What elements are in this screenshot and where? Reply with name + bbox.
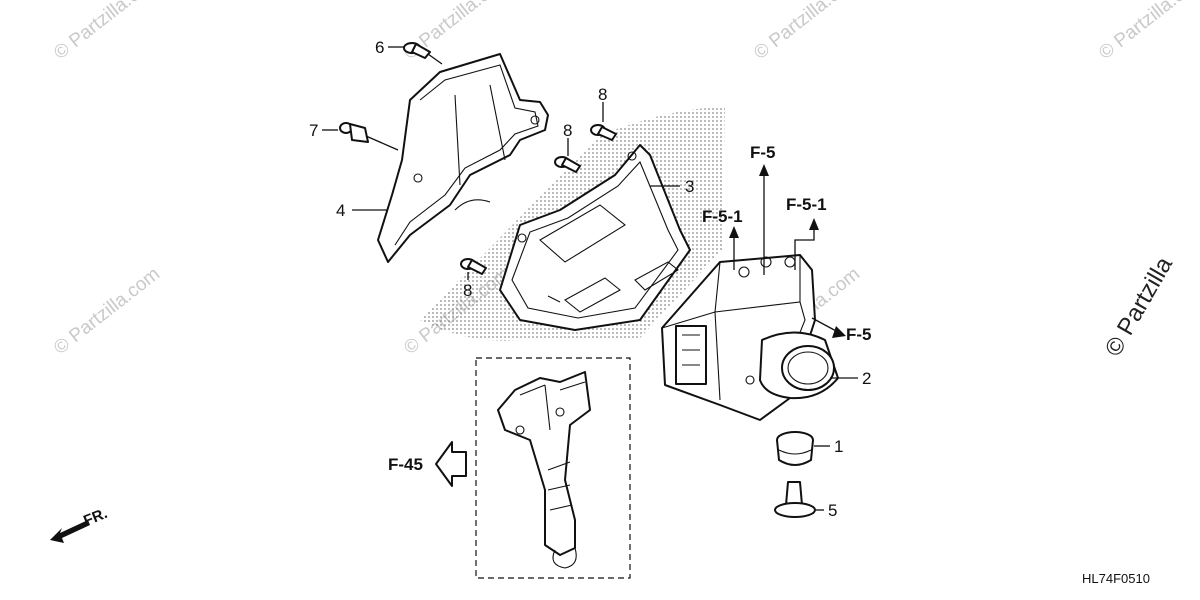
watermark: © Partzilla.com [750,0,864,64]
collar-bolt-part-5 [774,481,816,518]
reference-labels: F-5 F-5-1 F-5-1 F-5 F-45 [388,143,872,474]
callout-3: 3 [685,177,694,196]
watermark: © Partzilla.com [50,264,164,359]
clip-part-7 [339,122,399,151]
callouts: 6 7 4 8 8 8 3 2 1 5 [309,38,871,520]
callout-2: 2 [862,369,871,388]
front-direction-arrow-icon [50,520,90,543]
hose-assembly-box [475,357,631,579]
callout-8: 8 [563,121,572,140]
callout-8: 8 [463,281,472,300]
reference-arrows [729,164,846,338]
callout-4: 4 [336,201,345,220]
ref-f51-right: F-5-1 [786,195,827,214]
cover-part-4 [377,53,549,263]
grommet-part-1 [776,431,814,466]
callout-8: 8 [598,85,607,104]
abs-modulator-part-2 [661,254,839,421]
bolt-part-8-b [554,156,581,173]
watermark-side: © Partzilla [1100,252,1179,361]
watermark: © Partzilla.com [50,0,164,64]
callout-5: 5 [828,501,837,520]
ref-f5-side: F-5 [846,325,872,344]
ref-f5-top: F-5 [750,143,776,162]
bolt-part-8-c [460,258,487,275]
bolt-part-8-a [590,124,617,141]
callout-leaders [322,46,858,511]
callout-7: 7 [309,121,318,140]
ref-f45: F-45 [388,455,423,474]
diagram-code: HL74F0510 [1082,571,1150,586]
watermark: © Partzilla.com [1095,0,1200,64]
ref-f51-left: F-5-1 [702,207,743,226]
front-direction-label: FR. [81,505,110,530]
bolt-part-6 [403,42,443,65]
callout-6: 6 [375,38,384,57]
bracket-part-3 [499,144,691,331]
callout-1: 1 [834,437,843,456]
f45-arrow-icon [435,441,467,487]
